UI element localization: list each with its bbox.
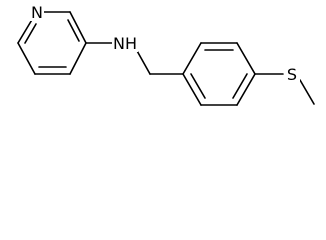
bond-c6-n xyxy=(17,17,34,44)
pyridine-nitrogen-label: N xyxy=(31,3,43,22)
benzene-ring xyxy=(182,42,256,106)
amine-nh-label: NH xyxy=(113,34,137,53)
label-mask-nh xyxy=(112,34,138,52)
double-bond-b4-b5 xyxy=(232,73,248,99)
double-bond-b6-b1 xyxy=(190,73,206,99)
double-bond-c2-c3 xyxy=(67,19,80,42)
bond-b3-b4 xyxy=(236,42,256,75)
molecular-structure-diagram: N NH S xyxy=(17,3,315,106)
bond-s-to-methyl xyxy=(299,79,315,105)
pyridine-ring xyxy=(17,11,87,75)
bond-b4-b5 xyxy=(236,73,256,106)
bond-b1-b2 xyxy=(182,42,202,75)
bond-c3-c4 xyxy=(69,42,87,75)
sulfur-label: S xyxy=(287,65,297,84)
bond-nh-to-ch2 xyxy=(135,48,151,75)
double-bond-c6-n xyxy=(24,23,37,44)
bond-b6-b1 xyxy=(182,73,202,106)
label-mask-n xyxy=(30,3,44,21)
label-mask-s xyxy=(284,65,300,83)
bond-c2-c3 xyxy=(69,11,87,44)
bond-c5-c6 xyxy=(17,42,36,75)
